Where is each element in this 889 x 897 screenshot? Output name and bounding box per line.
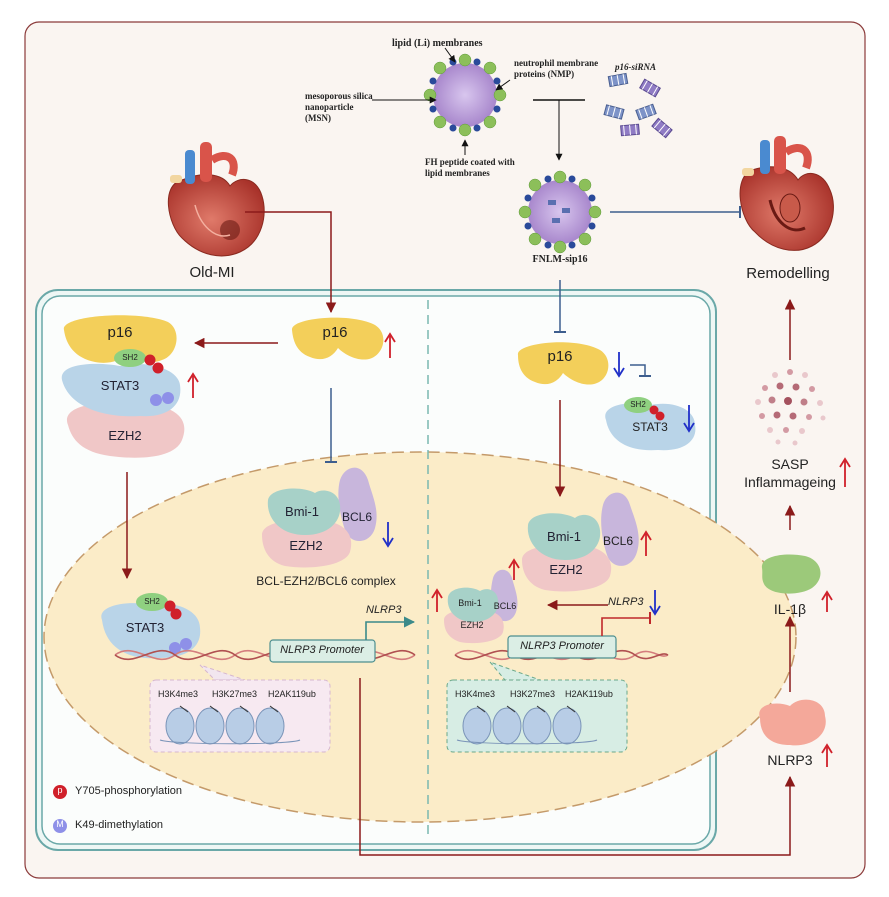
stat3-left-shape: [61, 363, 181, 417]
label-ezh2-small: EZH2: [460, 620, 484, 630]
label-nlrp3-gene-right: NLRP3: [608, 596, 644, 608]
p16-complex-shape: [63, 315, 177, 363]
legend-p-label: Y705-phosphorylation: [75, 785, 183, 797]
label-old-mi: Old-MI: [189, 264, 235, 281]
label-p16-left: p16: [322, 324, 348, 341]
label-sirna: p16-siRNA: [615, 62, 657, 72]
label-sh2-nuc: SH2: [144, 597, 160, 606]
sh2-right-shape: [624, 397, 652, 413]
label-h3k27-right: H3K27me3: [510, 689, 556, 699]
label-bcl6-small: BCL6: [493, 601, 517, 611]
bmi1-left-shape: [267, 488, 341, 535]
label-ezh2-left: EZH2: [108, 428, 142, 443]
promoter-left-box: [269, 639, 376, 663]
label-bmi1-right: Bmi-1: [547, 529, 581, 544]
label-bmi1-small: Bmi-1: [458, 598, 482, 608]
label-bcl6-left: BCL6: [341, 510, 373, 524]
label-promoter-right: NLRP3 Promoter: [520, 640, 604, 652]
label-sh2-left: SH2: [122, 353, 138, 362]
fnlm-particle: [518, 170, 602, 254]
sasp-dots: [755, 369, 826, 446]
label-fh-peptide: FH peptide coated with lipid membranes: [425, 157, 515, 178]
label-msn: mesoporous silica nanoparticle (MSN): [305, 91, 373, 123]
legend-p-circle: [53, 785, 67, 799]
label-fnlm: FNLM-sip16: [532, 254, 588, 265]
label-h2ak-right: H2AK119ub: [565, 689, 613, 699]
sirna-cluster: [603, 72, 673, 139]
label-nlrp3-outcome: NLRP3: [767, 752, 813, 768]
nucleosomes-right: [462, 707, 582, 745]
label-sasp: SASP Inflammageing: [744, 456, 836, 490]
label-stat3-nuc: STAT3: [125, 620, 165, 635]
ezh2-left-b-shape: [262, 519, 352, 568]
heart-remodelling: [739, 136, 834, 251]
label-sh2-right: SH2: [630, 400, 646, 409]
label-il1b: IL-1β: [773, 601, 807, 617]
ezh2-right-shape: [522, 544, 612, 592]
label-nlrp3-gene-left: NLRP3: [366, 604, 402, 616]
label-p16-right: p16: [547, 348, 573, 365]
label-stat3-right: STAT3: [632, 420, 668, 434]
label-promoter-left: NLRP3 Promoter: [280, 644, 364, 656]
label-h2ak-left: H2AK119ub: [268, 689, 316, 699]
label-bmi1-left: Bmi-1: [285, 504, 319, 519]
p16-left-shape: [291, 317, 384, 360]
label-ezh2-left-b: EZH2: [289, 538, 323, 553]
sh2-left-shape: [114, 349, 146, 367]
nanoparticle-top: [423, 53, 507, 137]
bcl6-small-shape: [490, 569, 518, 622]
ezh2-left-shape: [66, 402, 185, 458]
legend-m-symbol: M: [56, 819, 64, 829]
legend-p-symbol: p: [57, 785, 63, 795]
label-p16-complex: p16: [107, 324, 133, 341]
bmi1-right-shape: [527, 513, 601, 560]
label-h3k27-left: H3K27me3: [212, 689, 258, 699]
il1b-blob: [761, 554, 821, 594]
stat3-right-shape: [605, 403, 696, 451]
legend-m-label: K49-dimethylation: [75, 819, 164, 831]
p16-right-shape: [517, 342, 609, 385]
promoter-right-box: [507, 635, 617, 659]
bcl6-left-shape: [338, 467, 377, 542]
label-ezh2-right: EZH2: [549, 562, 583, 577]
legend-m-circle: [53, 819, 67, 833]
label-remodelling: Remodelling: [746, 265, 830, 282]
sh2-nuc-shape: [136, 593, 168, 611]
nlrp3-blob: [759, 699, 826, 746]
bcl6-right-shape: [601, 492, 639, 566]
label-neutrophil-membrane: neutrophil membrane proteins (NMP): [514, 58, 599, 79]
heart-old-mi: [167, 142, 265, 257]
label-h3k4-left: H3K4me3: [158, 689, 199, 699]
label-lipid-membranes: lipid (Li) membranes: [392, 38, 483, 49]
label-bcl-complex: BCL-EZH2/BCL6 complex: [256, 574, 396, 588]
label-h3k4-right: H3K4me3: [455, 689, 496, 699]
label-bcl6-right: BCL6: [602, 534, 634, 548]
bmi1-small-shape: [447, 587, 499, 622]
label-stat3-left: STAT3: [100, 378, 140, 393]
